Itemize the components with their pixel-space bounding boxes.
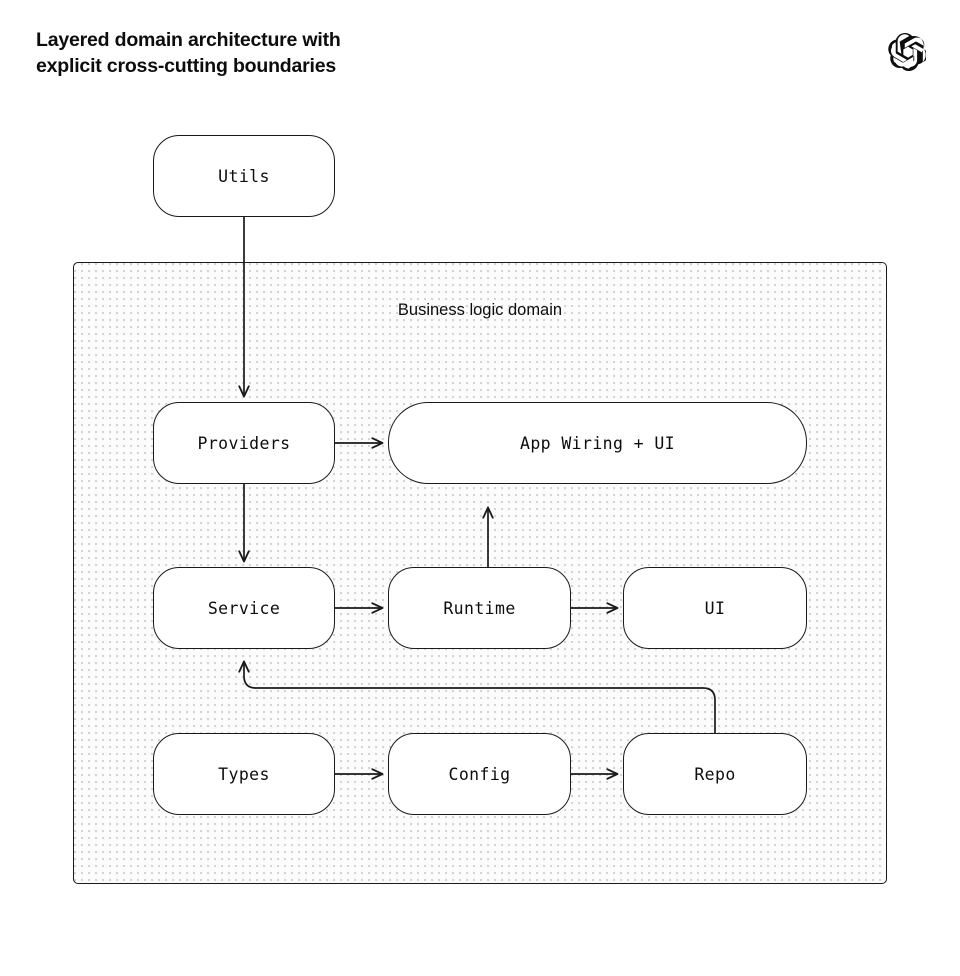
node-service[interactable]: Service	[153, 567, 335, 649]
node-runtime[interactable]: Runtime	[388, 567, 571, 649]
node-repo-label: Repo	[694, 764, 736, 784]
node-utils[interactable]: Utils	[153, 135, 335, 217]
node-ui-label: UI	[704, 598, 726, 618]
node-utils-label: Utils	[218, 166, 270, 186]
node-app-wiring-label: App Wiring + UI	[519, 433, 675, 453]
node-types[interactable]: Types	[153, 733, 335, 815]
domain-container-label: Business logic domain	[397, 301, 563, 319]
node-app-wiring[interactable]: App Wiring + UI	[388, 402, 807, 484]
node-runtime-label: Runtime	[443, 598, 516, 618]
node-repo[interactable]: Repo	[623, 733, 807, 815]
node-config[interactable]: Config	[388, 733, 571, 815]
node-ui[interactable]: UI	[623, 567, 807, 649]
node-types-label: Types	[218, 764, 270, 784]
node-providers-label: Providers	[197, 433, 291, 453]
node-providers[interactable]: Providers	[153, 402, 335, 484]
node-service-label: Service	[207, 598, 281, 618]
page-title: Layered domain architecture with explici…	[36, 29, 341, 77]
node-config-label: Config	[448, 764, 511, 784]
openai-logo	[888, 33, 928, 72]
